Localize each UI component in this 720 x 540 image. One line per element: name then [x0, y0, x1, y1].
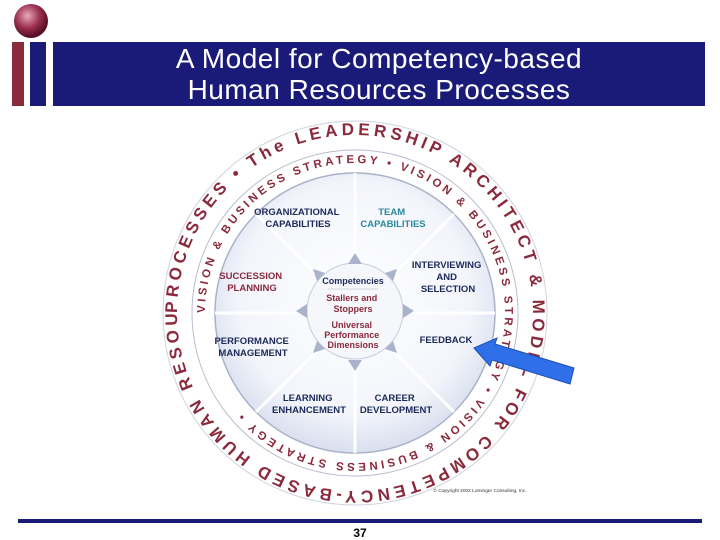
copyright-text: © Copyright 2002 Lominger Consulting, In…	[433, 487, 526, 494]
slide-title-line-2: Human Resources Processes	[187, 74, 571, 105]
segment-feedback: FEEDBACK	[420, 335, 473, 346]
segment-performance-management: PERFORMANCE MANAGEMENT	[214, 336, 291, 359]
segment-interviewing-selection: INTERVIEWING AND SELECTION	[412, 260, 484, 295]
logo-bar-right	[30, 42, 46, 106]
page-number: 37	[353, 526, 367, 540]
segment-team-capabilities: TEAM CAPABILITIES	[360, 207, 425, 230]
segment-career-development: CAREER DEVELOPMENT	[360, 393, 433, 416]
center-universal-performance: Universal Performance Dimensions	[324, 320, 382, 350]
inner-ring-border	[191, 149, 519, 477]
title-bar: A Model for Competency-based Human Resou…	[53, 42, 705, 106]
pointer-arrow-icon	[473, 337, 575, 385]
segment-learning-enhancement: LEARNING ENHANCEMENT	[272, 393, 346, 416]
hub-arrows	[296, 253, 414, 371]
competency-wheel-diagram: PROCESSES • The LEADERSHIP ARCHITECT & M…	[150, 115, 548, 506]
center-stallers-stoppers: Stallers and Stoppers	[326, 293, 380, 314]
slide-title-line-1: A Model for Competency-based	[175, 43, 583, 74]
footer-rule	[18, 519, 702, 523]
segment-succession-planning: SUCCESSION PLANNING	[219, 271, 284, 294]
center-competencies: Competencies	[322, 276, 384, 286]
segment-org-capabilities: ORGANIZATIONAL CAPABILITIES	[254, 207, 342, 230]
company-logo	[12, 4, 48, 106]
logo-bar-left	[12, 42, 24, 106]
logo-ball	[14, 4, 48, 38]
